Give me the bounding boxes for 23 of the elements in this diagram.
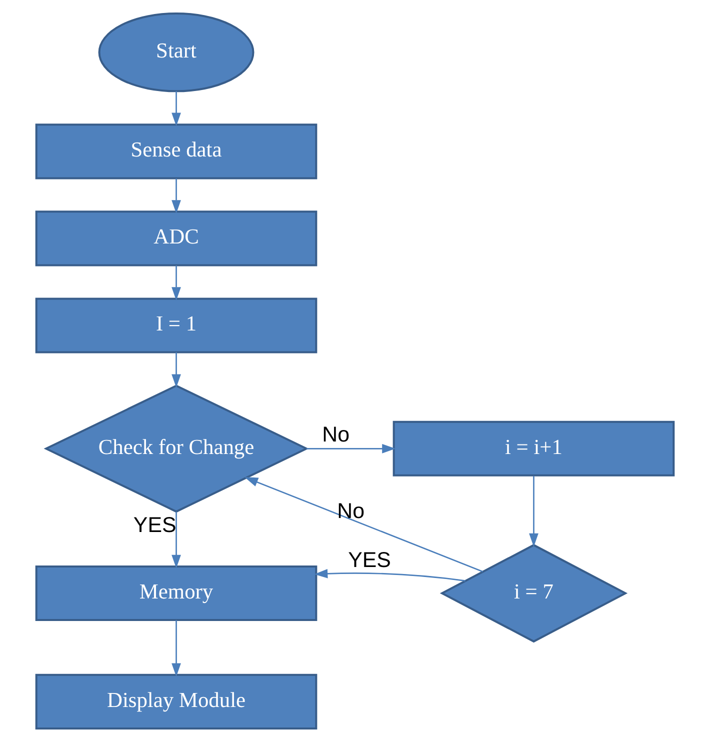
arrow xyxy=(172,620,181,677)
node-box: I = 1 xyxy=(35,298,318,354)
arrow xyxy=(529,476,538,547)
arrow xyxy=(314,568,466,582)
node-box: i = i+1 xyxy=(392,420,675,476)
arrow xyxy=(172,512,181,568)
node-diamond: Check for Change xyxy=(44,384,309,513)
node-box: ADC xyxy=(35,210,318,266)
arrow xyxy=(172,178,181,214)
edge-label: YES xyxy=(348,548,391,572)
node-box: Memory xyxy=(35,565,318,622)
node-diamond: i = 7 xyxy=(440,544,628,643)
node-box: Display Module xyxy=(35,674,318,730)
arrow xyxy=(172,266,181,301)
edge-label: No xyxy=(337,498,365,523)
node-box: Sense data xyxy=(35,124,318,180)
arrow xyxy=(172,352,181,388)
edge-label: YES xyxy=(133,512,176,537)
arrow xyxy=(172,91,181,126)
edge-label: No xyxy=(322,422,350,447)
arrow xyxy=(306,444,396,454)
arrow xyxy=(244,477,483,572)
node-ellipse: Start xyxy=(98,12,254,92)
